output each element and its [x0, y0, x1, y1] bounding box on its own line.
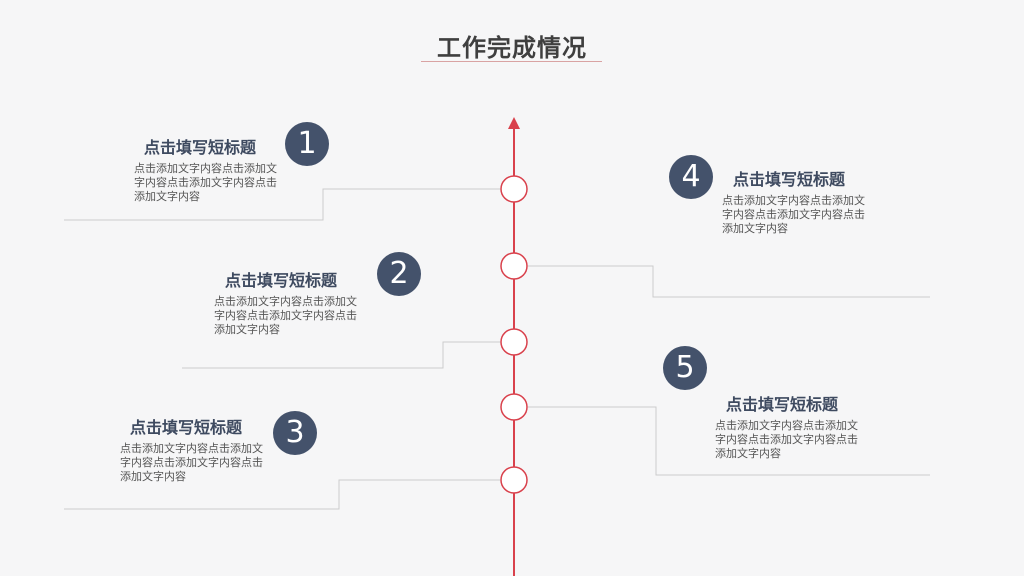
timeline-arrowhead	[508, 117, 520, 129]
number-badge-3: 3	[273, 411, 317, 455]
timeline-node-3	[500, 466, 528, 494]
item-heading-3[interactable]: 点击填写短标题	[130, 418, 243, 437]
connector-2	[182, 341, 500, 369]
item-body-3[interactable]: 点击添加文字内容点击添加文字内容点击添加文字内容点击添加文字内容	[120, 442, 263, 483]
connector-5	[528, 406, 930, 476]
item-heading-1[interactable]: 点击填写短标题	[144, 138, 257, 157]
connector-3	[64, 479, 500, 510]
page-title: 工作完成情况	[437, 34, 587, 62]
number-badge-2: 2	[377, 252, 421, 296]
item-body-5[interactable]: 点击添加文字内容点击添加文字内容点击添加文字内容点击添加文字内容	[715, 419, 858, 460]
item-heading-4[interactable]: 点击填写短标题	[733, 170, 846, 189]
timeline-node-1	[500, 175, 528, 203]
item-body-1[interactable]: 点击添加文字内容点击添加文字内容点击添加文字内容点击添加文字内容	[134, 162, 277, 203]
item-heading-5[interactable]: 点击填写短标题	[726, 395, 839, 414]
number-badge-5: 5	[663, 346, 707, 390]
item-heading-2[interactable]: 点击填写短标题	[225, 271, 338, 290]
timeline-node-4	[500, 252, 528, 280]
connector-4	[528, 265, 930, 298]
number-badge-4: 4	[669, 155, 713, 199]
timeline-node-2	[500, 328, 528, 356]
number-badge-1: 1	[285, 122, 329, 166]
connector-1	[64, 188, 500, 221]
title-underline	[421, 61, 602, 62]
item-body-2[interactable]: 点击添加文字内容点击添加文字内容点击添加文字内容点击添加文字内容	[214, 295, 357, 336]
item-body-4[interactable]: 点击添加文字内容点击添加文字内容点击添加文字内容点击添加文字内容	[722, 194, 865, 235]
timeline-node-5	[500, 393, 528, 421]
